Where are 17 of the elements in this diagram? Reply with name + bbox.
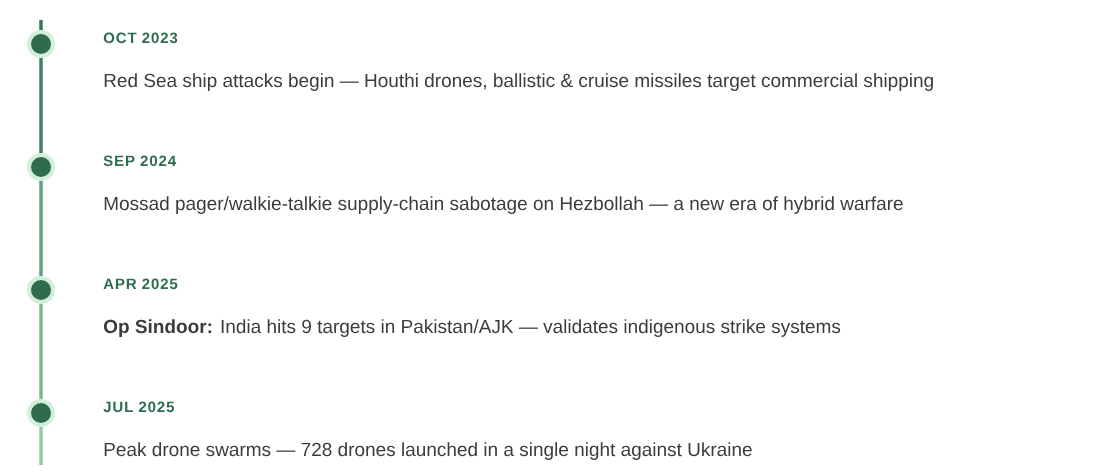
event-description: Red Sea ship attacks begin — Houthi drones, ballistic & cruise missiles target commercial shipping xyxy=(104,73,933,91)
timeline-line xyxy=(39,427,43,465)
event-description: Peak drone swarms — 728 drones launched in a single night against Ukraine xyxy=(104,442,752,460)
timeline-line xyxy=(39,304,43,399)
timeline-dot xyxy=(27,30,55,58)
event-description: Op Sindoor: India hits 9 targets in Pakistan/AJK — validates indigenous strike systems xyxy=(104,319,841,337)
date-label: SEP 2024 xyxy=(103,155,177,167)
date-label: OCT 2023 xyxy=(103,32,178,44)
timeline-line xyxy=(39,58,43,153)
date-label: APR 2025 xyxy=(103,278,178,290)
event-description: Mossad pager/walkie-talkie supply-chain sabotage on Hezbollah — a new era of hybrid warfare xyxy=(104,196,903,214)
timeline-dot xyxy=(27,399,55,427)
date-label: JUL 2025 xyxy=(103,401,175,413)
timeline-dot xyxy=(27,153,55,181)
timeline-line xyxy=(39,20,43,30)
timeline-dot xyxy=(27,276,55,304)
timeline-line xyxy=(39,181,43,276)
